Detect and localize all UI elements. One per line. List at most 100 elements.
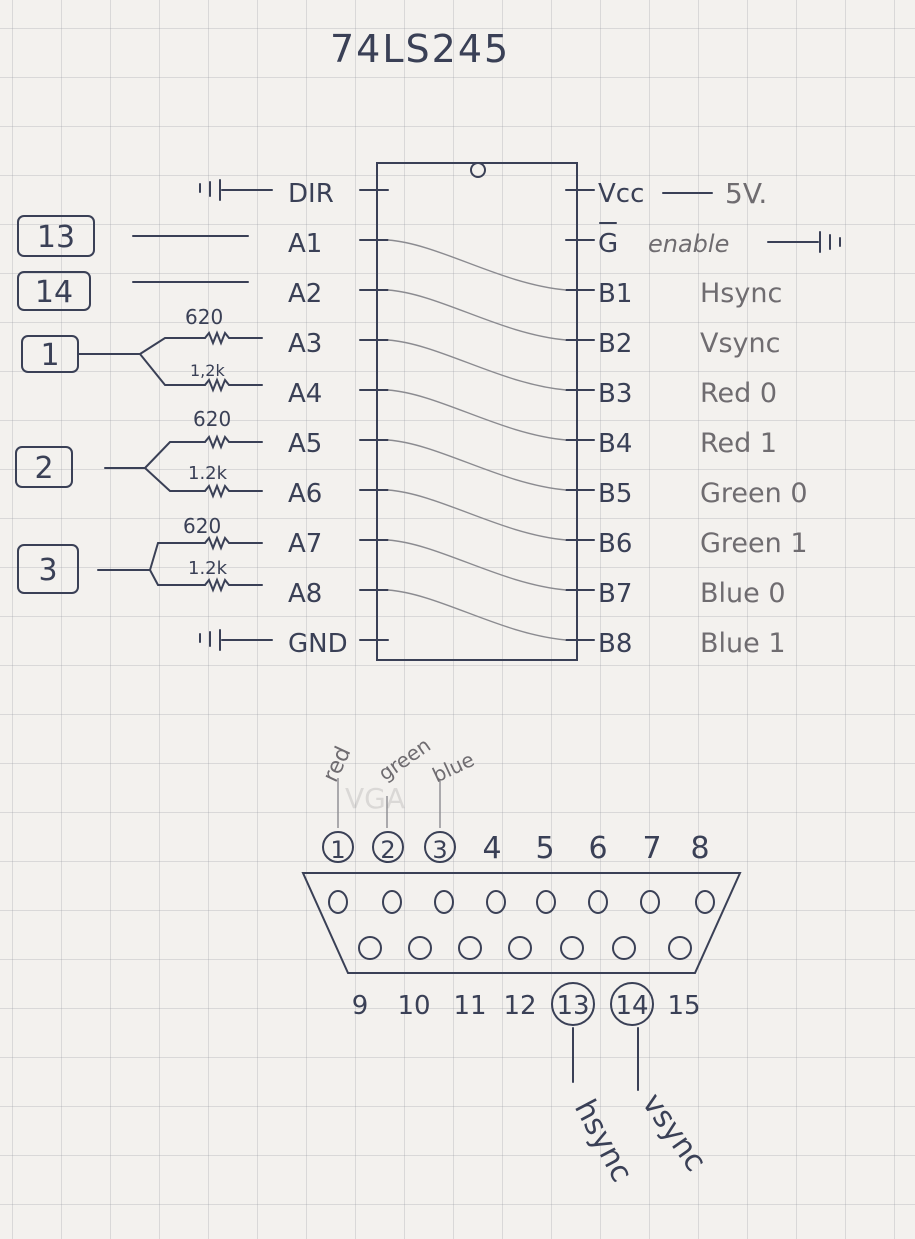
vga-hole xyxy=(695,890,715,914)
circled-pin xyxy=(610,982,654,1026)
left-pin-label: DIR xyxy=(288,179,334,209)
vga-faint-label: VGA xyxy=(345,782,405,815)
rgb-leads xyxy=(337,778,441,828)
left-pin-label: A2 xyxy=(288,279,322,309)
right-pin-label: B8 xyxy=(598,629,632,659)
input-box-label: 3 xyxy=(38,553,57,588)
vga-top-pin-number: 4 xyxy=(482,831,501,866)
vsync-label: vsync xyxy=(635,1087,713,1178)
input-box xyxy=(17,215,95,257)
ic-body xyxy=(376,162,578,661)
resistor-r3: 620 xyxy=(193,407,231,431)
vga-hole xyxy=(588,890,608,914)
signal-label: Red 0 xyxy=(700,378,777,409)
vga-top-pin-number: 1 xyxy=(330,836,345,864)
input-box xyxy=(17,271,91,311)
input-box-label: 14 xyxy=(35,275,73,310)
vga-bottom-pin-number: 10 xyxy=(397,991,430,1021)
internal-connection xyxy=(387,539,567,591)
resistor-r5: 620 xyxy=(183,514,221,538)
vga-connector-shell xyxy=(301,872,742,974)
pin1-notch xyxy=(470,162,486,178)
resistor-r1: 620 xyxy=(185,305,223,329)
left-pin-label: GND xyxy=(288,629,348,659)
resistor-r4: 1.2k xyxy=(188,463,228,484)
vga-hole xyxy=(328,890,348,914)
input-box-label: 13 xyxy=(37,220,75,255)
vga-top-pin-number: 2 xyxy=(380,836,395,864)
right-pin-label: B2 xyxy=(598,329,632,359)
wire-label-green: green xyxy=(374,733,435,786)
enable-ground-symbol xyxy=(767,231,841,253)
vga-hole xyxy=(358,936,382,960)
vga-top-pin-number: 6 xyxy=(588,831,607,866)
signal-label: Blue 0 xyxy=(700,578,786,609)
internal-connection xyxy=(387,439,567,491)
vga-hole xyxy=(640,890,660,914)
vga-top-pin-number: 5 xyxy=(535,831,554,866)
vga-hole xyxy=(434,890,454,914)
left-pin-label: A6 xyxy=(288,479,322,509)
right-pin-label: G xyxy=(598,229,618,259)
vga-hole xyxy=(382,890,402,914)
vga-bottom-pin-number: 15 xyxy=(667,991,700,1021)
chip-title: 74LS245 xyxy=(330,27,510,71)
vga-bottom-pin-number: 13 xyxy=(556,991,589,1021)
enable-label: enable xyxy=(648,230,729,258)
vga-bottom-pin-number: 9 xyxy=(352,991,369,1021)
circled-pin xyxy=(372,831,404,863)
left-pin-label: A7 xyxy=(288,529,322,559)
right-pin-label: B1 xyxy=(598,279,632,309)
branch-2 xyxy=(104,434,263,499)
resistor-r6: 1.2k xyxy=(188,558,228,579)
hsync-label: hsync xyxy=(567,1094,639,1188)
vga-hole xyxy=(612,936,636,960)
vga-top-pin-number: 7 xyxy=(642,831,661,866)
wire-label-blue: blue xyxy=(429,747,478,787)
right-pin-label: B4 xyxy=(598,429,632,459)
circled-pin xyxy=(424,831,456,863)
input-box-label: 2 xyxy=(34,451,53,486)
right-pin-label: B7 xyxy=(598,579,632,609)
signal-label: Red 1 xyxy=(700,428,777,459)
right-pin-label: B3 xyxy=(598,379,632,409)
circled-pin xyxy=(551,982,595,1026)
internal-connections xyxy=(387,239,567,641)
internal-connection xyxy=(387,289,567,341)
vga-top-holes xyxy=(328,890,715,914)
branch-3 xyxy=(97,535,263,593)
vga-bottom-holes xyxy=(358,936,692,960)
dir-ground-symbol xyxy=(199,179,273,201)
right-pin-label: B5 xyxy=(598,479,632,509)
vga-bottom-pin-numbers: 9 10 11 12 13 14 15 xyxy=(352,982,701,1026)
input-box-label: 1 xyxy=(40,338,59,373)
input-box xyxy=(15,446,73,488)
right-pin-label: Vcc xyxy=(598,179,644,209)
vga-hole xyxy=(408,936,432,960)
signal-label: Green 1 xyxy=(700,528,808,559)
signal-label: Vsync xyxy=(700,328,780,359)
vga-hole xyxy=(458,936,482,960)
vga-top-pin-number: 8 xyxy=(690,831,709,866)
right-pin-label: B6 xyxy=(598,529,632,559)
vga-bottom-pin-number: 14 xyxy=(615,991,648,1021)
vga-bottom-pin-number: 11 xyxy=(453,991,486,1021)
gnd-ground-symbol xyxy=(199,629,273,651)
internal-connection xyxy=(387,389,567,441)
internal-connection xyxy=(387,239,567,291)
vga-hole xyxy=(508,936,532,960)
vga-hole xyxy=(668,936,692,960)
internal-connection xyxy=(387,339,567,391)
resistor-r2: 1,2k xyxy=(190,361,225,380)
circled-pin xyxy=(322,831,354,863)
signal-label: Blue 1 xyxy=(700,628,786,659)
internal-connection xyxy=(387,489,567,541)
left-pin-label: A1 xyxy=(288,229,322,259)
left-pin-label: A4 xyxy=(288,379,322,409)
vga-bottom-pin-number: 12 xyxy=(503,991,536,1021)
vga-top-pin-number: 3 xyxy=(432,836,447,864)
